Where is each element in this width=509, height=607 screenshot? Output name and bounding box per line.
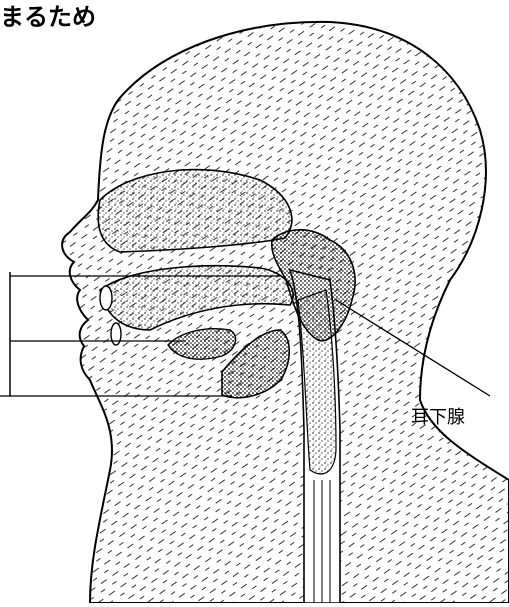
page-title-fragment: まるため [0,0,96,34]
label-parotid: 耳下腺 [411,403,465,429]
lower-lip [111,323,121,345]
upper-lip [100,286,112,310]
nasal-cavity [98,170,292,252]
